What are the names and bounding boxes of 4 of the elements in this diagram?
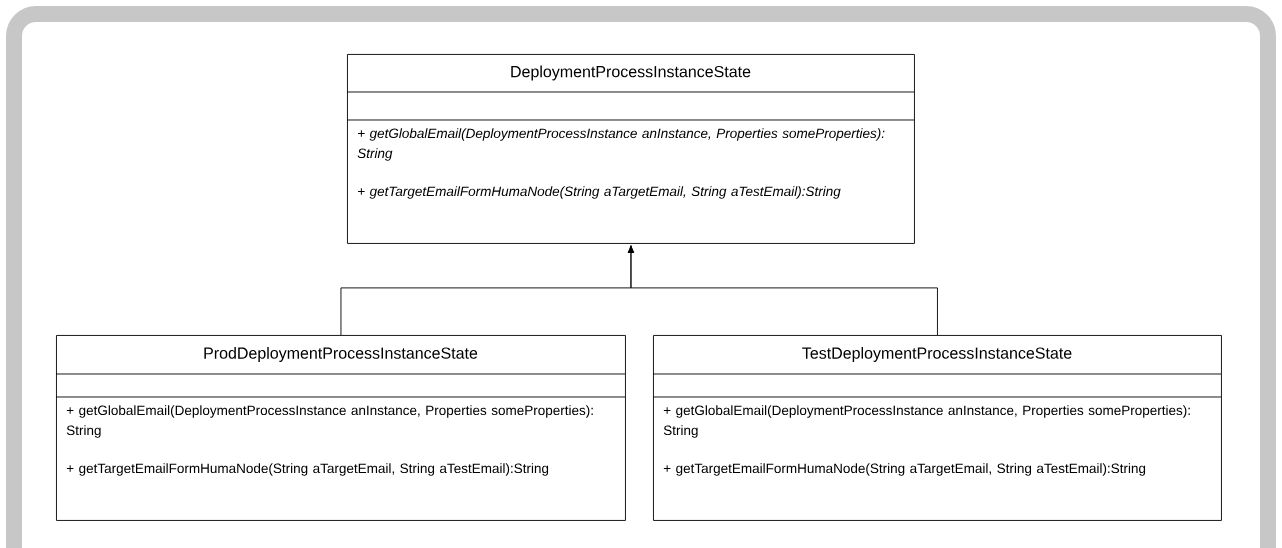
inheritance-arrow [627, 245, 938, 336]
class-box: TestDeploymentProcessInstanceState + getGlobalEmail(DeploymentProcessInstance anInstance, Properties someProperties): String + getTargetEmailFormHumaNode(String aTargetEmail, String aTestEmail):String [652, 335, 1222, 521]
class-box: DeploymentProcessInstanceState + getGlobalEmail(DeploymentProcessInstance anInstance, Properties someProperties): String + getTargetEmailFormHumaNode(String aTargetEmail, String aTestEmail):String [346, 54, 915, 244]
class-box: ProdDeploymentProcessInstanceState + getGlobalEmail(DeploymentProcessInstance anInstance, Properties someProperties): String + getTargetEmailFormHumaNode(String aTargetEmail, String aTestEmail):String [55, 335, 626, 521]
